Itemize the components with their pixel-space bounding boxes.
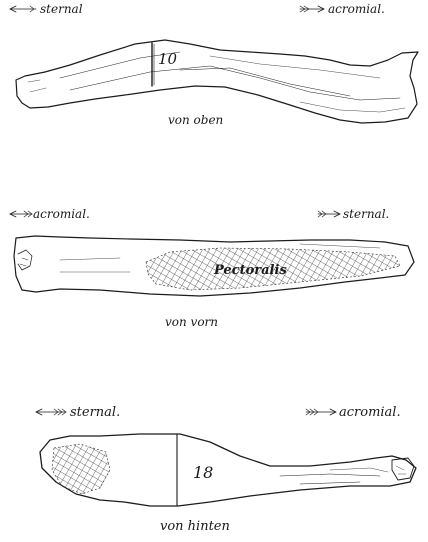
clavicle-posterior-view — [40, 434, 416, 506]
arrow-left-sternal — [10, 6, 36, 12]
arrow-right-sternal — [318, 211, 340, 217]
arrow-right-acromial — [306, 409, 336, 415]
sternal-articular-surface — [52, 444, 110, 494]
arrow-left-sternal — [36, 409, 66, 415]
label-sternal: sternal — [40, 2, 83, 16]
view-von-hinten: sternal. acromial. 18 von hinten — [36, 405, 416, 534]
label-acromial: acromial. — [33, 207, 90, 221]
label-acromial: acromial. — [328, 2, 385, 16]
arrow-left-acromial — [10, 211, 32, 217]
label-acromial: acromial. — [339, 405, 401, 420]
label-sternal: sternal. — [70, 405, 120, 420]
muscle-label-pectoralis: Pectoralis — [213, 263, 287, 278]
marker-10: 10 — [158, 50, 178, 68]
view-von-oben: sternal acromial. 10 von oben — [10, 2, 418, 127]
caption-von-vorn: von vorn — [165, 315, 218, 329]
view-von-vorn: acromial. sternal. Pectoralis von vorn — [10, 207, 414, 329]
clavicle-superior-view — [16, 40, 418, 123]
arrow-right-acromial — [300, 6, 324, 12]
caption-von-oben: von oben — [168, 113, 223, 127]
label-sternal: sternal. — [343, 207, 389, 221]
caption-von-hinten: von hinten — [160, 519, 230, 534]
marker-18: 18 — [193, 463, 213, 482]
